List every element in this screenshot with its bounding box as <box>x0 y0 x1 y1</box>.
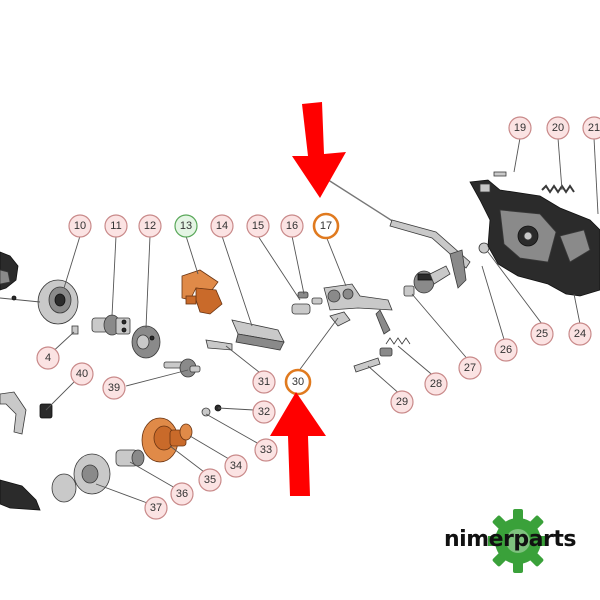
part-20-spring <box>541 184 575 194</box>
part-35-orange-flange <box>141 417 193 463</box>
callout-35: 35 <box>198 468 222 492</box>
callout-20: 20 <box>546 116 570 140</box>
part-28-29-spring <box>353 337 411 373</box>
callout-25-label: 25 <box>536 328 548 340</box>
callout-4: 4 <box>36 346 60 370</box>
callout-21: 21 <box>582 116 600 140</box>
callout-10: 10 <box>68 214 92 238</box>
part-15-16-pins <box>291 291 323 315</box>
part-13-orange-bracket <box>181 269 223 315</box>
callout-26-label: 26 <box>500 344 512 356</box>
leader-lines <box>45 137 599 505</box>
part-12-plate <box>131 325 161 359</box>
callout-29: 29 <box>390 390 414 414</box>
part-39-pin <box>163 358 201 378</box>
callout-19: 19 <box>508 116 532 140</box>
callout-19-label: 19 <box>514 122 526 134</box>
part-10-disc <box>0 279 79 325</box>
callout-34-label: 34 <box>230 460 242 472</box>
callout-28-label: 28 <box>430 378 442 390</box>
callout-24: 24 <box>568 322 592 346</box>
part-14-lever <box>205 319 285 351</box>
callout-36: 36 <box>170 482 194 506</box>
callout-12-label: 12 <box>144 220 156 232</box>
down-arrow <box>292 102 346 198</box>
part-control-rod <box>321 175 471 289</box>
callout-28: 28 <box>424 372 448 396</box>
callout-14: 14 <box>210 214 234 238</box>
callout-13-label: 13 <box>180 220 192 232</box>
callout-32: 32 <box>252 400 276 424</box>
gear-icon <box>488 509 548 573</box>
logo-text: nimerparts <box>444 527 576 552</box>
callout-24-label: 24 <box>574 328 586 340</box>
callout-25: 25 <box>530 322 554 346</box>
callout-40-label: 40 <box>76 368 88 380</box>
callout-29-label: 29 <box>396 396 408 408</box>
callout-30-label: 30 <box>292 376 304 388</box>
callout-37-label: 37 <box>150 502 162 514</box>
callout-16-label: 16 <box>286 220 298 232</box>
part-lower-left <box>0 391 53 511</box>
callout-36-label: 36 <box>176 488 188 500</box>
callout-35-label: 35 <box>204 474 216 486</box>
callout-14-label: 14 <box>216 220 228 232</box>
callout-16: 16 <box>280 214 304 238</box>
callout-33: 33 <box>254 438 278 462</box>
part-left-housing <box>0 251 19 291</box>
part-right-housing <box>469 179 600 297</box>
up-arrow <box>270 392 326 496</box>
part-19-bolt <box>493 171 507 177</box>
callout-17: 17 <box>312 212 340 240</box>
callout-26: 26 <box>494 338 518 362</box>
part-27-shaft <box>403 265 451 297</box>
callout-33-label: 33 <box>260 444 272 456</box>
callout-4-label: 4 <box>45 352 51 364</box>
callout-34: 34 <box>224 454 248 478</box>
callout-20-label: 20 <box>552 122 564 134</box>
callout-30: 30 <box>284 368 312 396</box>
callout-39-label: 39 <box>108 382 120 394</box>
callout-40: 40 <box>70 362 94 386</box>
callout-31: 31 <box>252 370 276 394</box>
callout-31-label: 31 <box>258 376 270 388</box>
callout-39: 39 <box>102 376 126 400</box>
nimerparts-logo: nimerparts <box>444 508 594 576</box>
callout-13: 13 <box>174 214 198 238</box>
callout-21-label: 21 <box>588 122 600 134</box>
callout-11-label: 11 <box>110 220 121 232</box>
part-11-bushing <box>91 314 131 336</box>
part-36-37-gears <box>51 449 145 503</box>
callout-11: 11 <box>104 214 128 238</box>
part-32-33-washers <box>201 404 222 417</box>
callout-17-label: 17 <box>320 220 332 232</box>
callout-32-label: 32 <box>258 406 270 418</box>
callout-27-label: 27 <box>464 362 476 374</box>
callout-37: 37 <box>144 496 168 520</box>
callout-15-label: 15 <box>252 220 264 232</box>
callout-12: 12 <box>138 214 162 238</box>
part-17-linkage <box>323 283 393 335</box>
callout-15: 15 <box>246 214 270 238</box>
part-26-spacer <box>478 242 490 254</box>
callout-10-label: 10 <box>74 220 86 232</box>
callout-27: 27 <box>458 356 482 380</box>
part-4-screw <box>71 325 79 335</box>
